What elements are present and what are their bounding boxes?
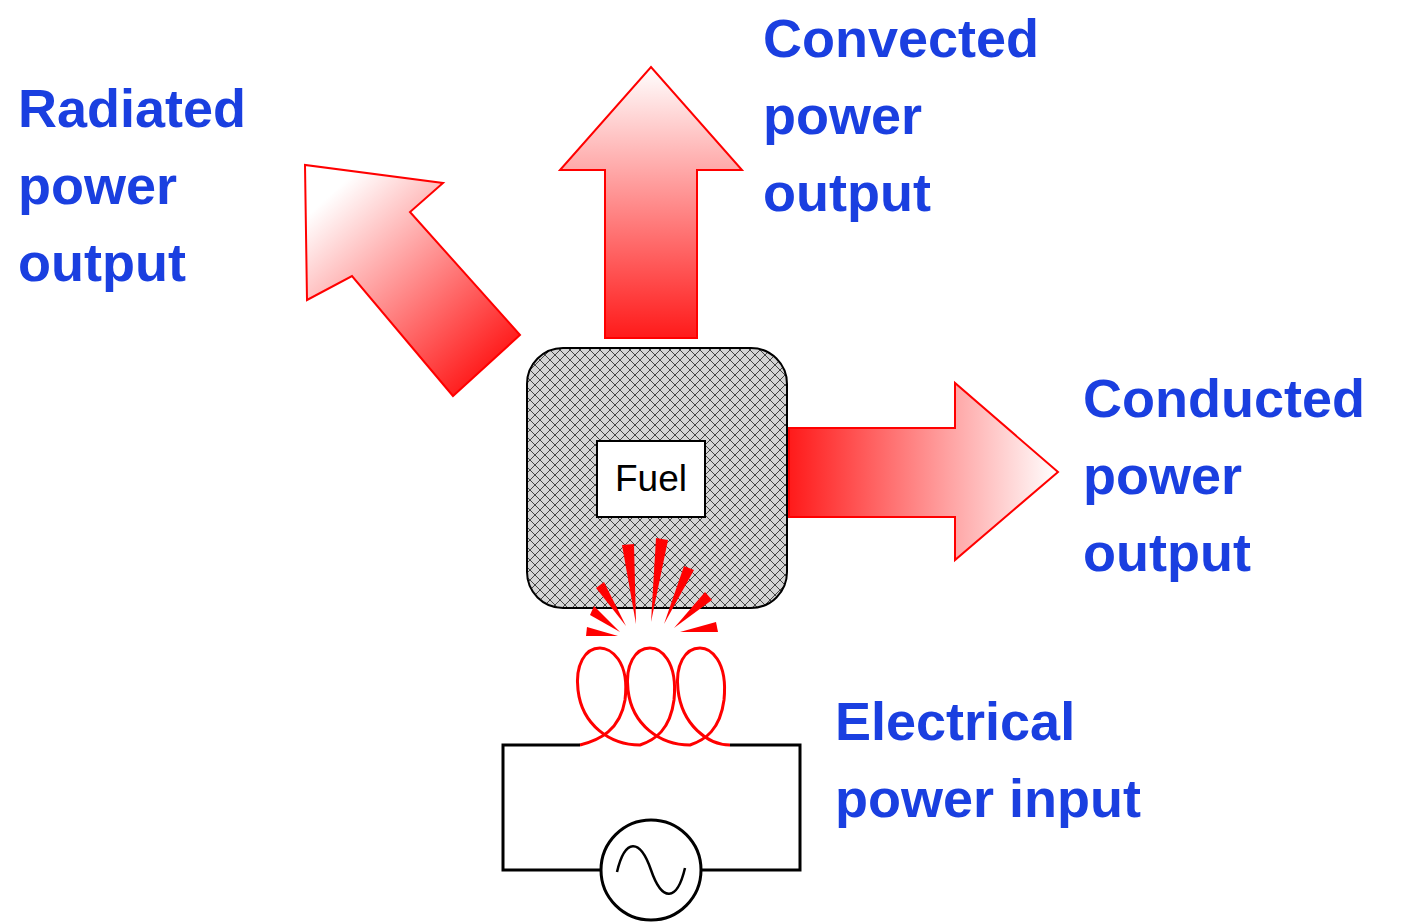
power-label: Convected power output — [763, 0, 1083, 231]
convected-arrow — [560, 67, 742, 338]
power-label: Conducted power output — [1083, 360, 1413, 591]
heat-sparks — [586, 538, 718, 636]
conducted-arrow — [789, 383, 1058, 560]
fuel-box: Fuel — [596, 440, 706, 518]
node-text: Fuel — [615, 458, 687, 500]
power-label: Electrical power input — [835, 683, 1165, 837]
ac-source — [601, 820, 701, 920]
power-label: Radiated power output — [18, 70, 318, 301]
heater-coil — [577, 648, 730, 745]
sine-wave — [617, 846, 685, 894]
radiated-arrow — [305, 165, 520, 396]
